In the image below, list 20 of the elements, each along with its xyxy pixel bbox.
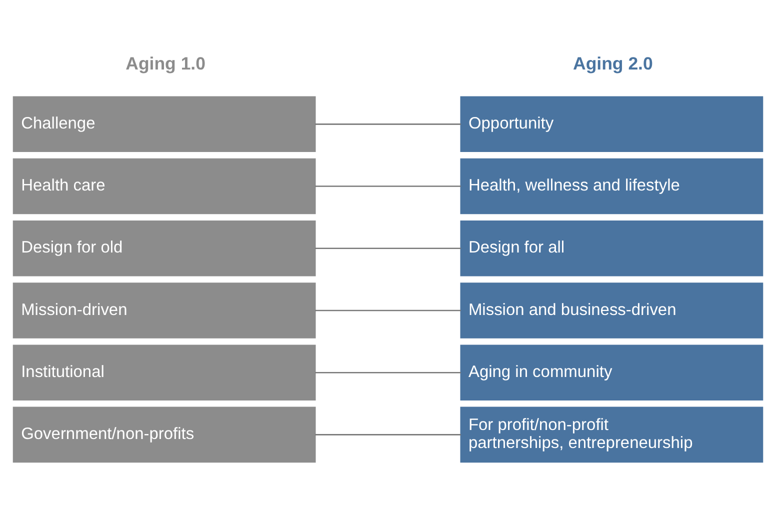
connector	[315, 372, 461, 374]
connector	[315, 310, 461, 312]
connector	[315, 124, 461, 125]
node-box: Aging in community	[460, 344, 764, 400]
node-box: Opportunity	[460, 96, 764, 152]
node-box: Design for all	[460, 220, 764, 276]
node-box: Challenge	[12, 96, 316, 152]
node-box: For profit/non-profit partnerships, entrepreneurship	[460, 406, 764, 463]
node-box: Mission-driven	[12, 282, 316, 338]
label: Aging 1.0	[126, 53, 206, 74]
connector	[315, 434, 461, 436]
node-box: Mission and business-driven	[460, 282, 764, 338]
connector	[315, 186, 461, 187]
node-box: Government/non-profits	[12, 406, 316, 463]
node-box: Health care	[12, 158, 316, 214]
connector	[315, 248, 461, 250]
node-box: Institutional	[12, 344, 316, 400]
node-box: Health, wellness and lifestyle	[460, 158, 764, 214]
label: Aging 2.0	[573, 53, 653, 74]
node-box: Design for old	[12, 220, 316, 276]
